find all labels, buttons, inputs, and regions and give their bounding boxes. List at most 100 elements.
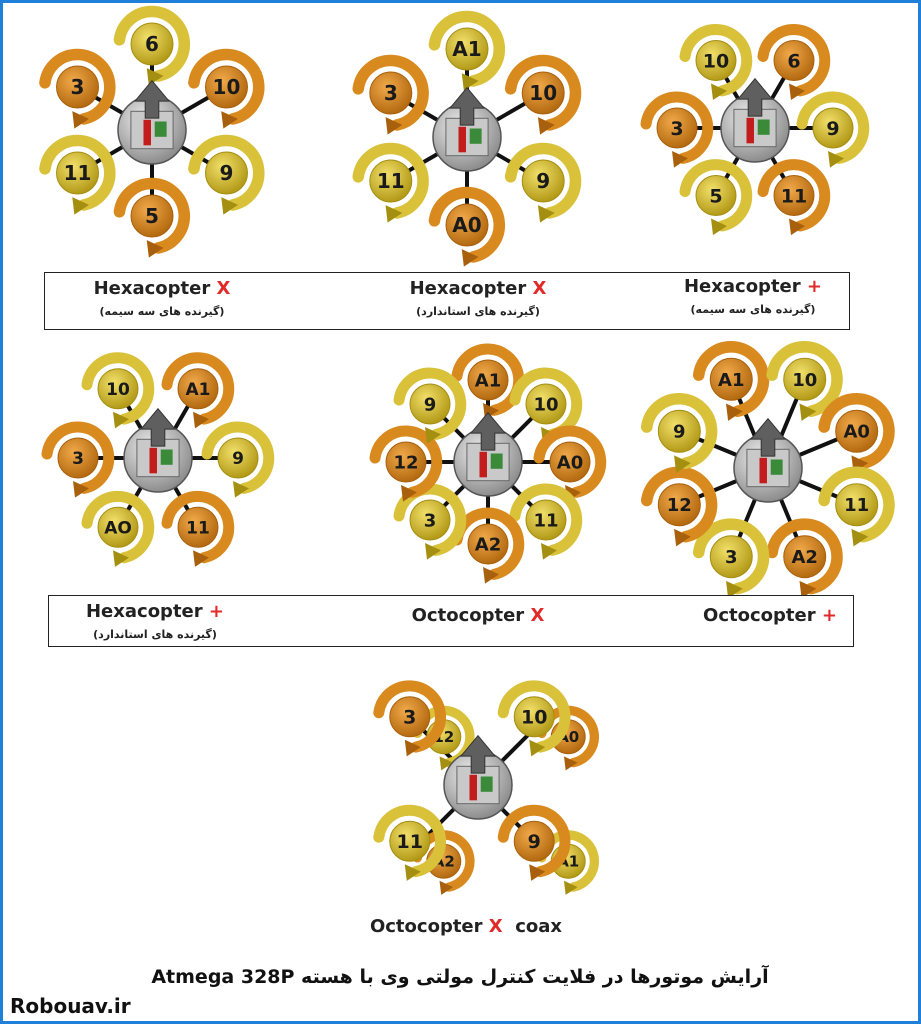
rotation-arrow bbox=[766, 518, 843, 595]
motor-disc bbox=[467, 359, 509, 401]
arrow-head bbox=[851, 528, 869, 547]
motor-label: A1 bbox=[452, 37, 481, 61]
flight-controller-hub bbox=[117, 79, 187, 165]
rotation-arrow bbox=[41, 421, 115, 494]
arrow-head bbox=[789, 218, 805, 236]
motor-disc bbox=[204, 65, 248, 109]
arrow-head bbox=[674, 455, 691, 473]
connector-red bbox=[469, 774, 477, 801]
motor-disc bbox=[389, 820, 431, 862]
motor-A0: A0 bbox=[428, 186, 505, 267]
motor-disc bbox=[783, 357, 827, 401]
motor-label: 10 bbox=[703, 50, 729, 72]
motor-10: 10 bbox=[509, 367, 583, 444]
arrow-head bbox=[193, 550, 209, 567]
arrow-head bbox=[113, 550, 129, 567]
motor-label: 9 bbox=[424, 394, 437, 415]
rotation-arrow bbox=[766, 341, 843, 418]
motor-label: 3 bbox=[72, 449, 84, 469]
caption-box-row2 bbox=[48, 595, 854, 647]
arrow-head bbox=[385, 205, 403, 223]
motor-disc bbox=[389, 696, 431, 738]
motor-disc bbox=[812, 107, 854, 149]
chip bbox=[154, 121, 167, 137]
motor-label: 10 bbox=[213, 75, 241, 99]
arrow-head bbox=[540, 542, 557, 560]
caption-octo-x-coax: Octocopter X coax bbox=[369, 916, 563, 937]
motor-disc bbox=[656, 107, 698, 149]
motor-label: 6 bbox=[787, 50, 800, 72]
connector-red bbox=[759, 457, 767, 484]
motor-A0: A0 bbox=[818, 392, 895, 473]
forward-arrow bbox=[448, 86, 486, 126]
rotation-arrow bbox=[113, 177, 190, 254]
motor-disc bbox=[130, 194, 174, 238]
motor-9: 9 bbox=[188, 134, 265, 215]
motor-label: 3 bbox=[424, 510, 437, 531]
arrow-head bbox=[439, 756, 454, 771]
arrow-head bbox=[672, 151, 688, 168]
motor-12: 12 bbox=[640, 466, 718, 547]
caption-octo-x: Octocopter X bbox=[411, 605, 545, 626]
motor-label: AO bbox=[104, 518, 132, 538]
arrow-head bbox=[799, 403, 817, 421]
motor-A0: A0 bbox=[533, 425, 607, 502]
motor-9: 9 bbox=[796, 91, 870, 168]
motor-disc bbox=[513, 820, 555, 862]
motor-label: 12 bbox=[393, 452, 418, 473]
motor-label: 11 bbox=[533, 510, 558, 531]
motor-disc bbox=[521, 71, 565, 115]
rotation-arrow bbox=[640, 392, 718, 469]
motor-A2: A2 bbox=[766, 518, 843, 599]
arrow-head bbox=[529, 864, 546, 881]
motor-label: 3 bbox=[384, 81, 398, 105]
forward-arrow bbox=[469, 411, 507, 451]
rotation-arrow bbox=[679, 159, 753, 232]
motor-label: 11 bbox=[397, 831, 423, 853]
motor-label: A0 bbox=[557, 452, 583, 473]
arrow-head bbox=[461, 73, 479, 91]
motor-label: 9 bbox=[220, 161, 234, 185]
motor-label: 9 bbox=[232, 449, 244, 469]
arrow-head bbox=[529, 739, 546, 757]
chip bbox=[469, 128, 482, 144]
rotation-arrow bbox=[757, 159, 831, 232]
rotation-arrow bbox=[81, 490, 155, 564]
arrow-head bbox=[221, 111, 239, 129]
motor-disc bbox=[695, 175, 737, 217]
rotation-arrow bbox=[81, 352, 155, 425]
motor-disc bbox=[549, 441, 591, 483]
arrow-head bbox=[113, 411, 129, 429]
arrow-head bbox=[483, 567, 499, 584]
flight-controller-hub bbox=[453, 411, 523, 497]
arrow-head bbox=[711, 83, 727, 101]
motor-label: 10 bbox=[529, 81, 557, 105]
motor-disc bbox=[709, 535, 753, 579]
motor-label: 11 bbox=[186, 518, 210, 538]
flight-controller-hub bbox=[720, 77, 790, 163]
motor-A1: A1 bbox=[161, 352, 235, 429]
rotation-arrow bbox=[188, 134, 265, 211]
arrow-head bbox=[425, 427, 442, 444]
motor-11: 11 bbox=[373, 804, 446, 881]
caption-hexa-plus-3wire: Hexacopter + (گیرنده های سه سیمه) bbox=[683, 276, 823, 316]
motor-9: 9 bbox=[640, 392, 718, 473]
rotation-arrow bbox=[161, 490, 235, 564]
rotation-arrow bbox=[497, 804, 571, 878]
motor-label: 9 bbox=[826, 118, 839, 140]
motor-label: A0 bbox=[452, 213, 481, 237]
caption-hexa-x-std: Hexacopter X (گیرنده های استاندارد) bbox=[409, 278, 547, 318]
site-link[interactable]: Robouav.ir bbox=[10, 994, 131, 1018]
motor-disc bbox=[369, 159, 413, 203]
motor-disc bbox=[56, 65, 100, 109]
motor-9: 9 bbox=[497, 804, 571, 881]
arrow-head bbox=[193, 411, 209, 429]
motor-5: 5 bbox=[113, 177, 190, 258]
chip bbox=[490, 453, 503, 469]
motor-disc bbox=[204, 151, 248, 195]
